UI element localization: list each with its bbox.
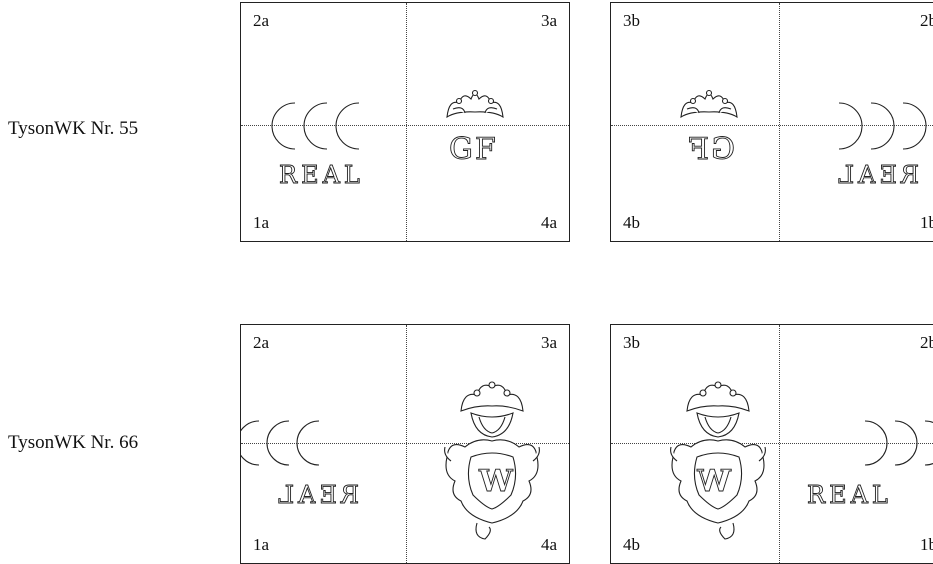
crown-icon: GF xyxy=(673,87,745,167)
chain-line xyxy=(779,3,780,241)
watermark-label-nr-66: TysonWK Nr. 66 xyxy=(8,432,138,454)
corner-label-4a: 4a xyxy=(541,213,557,233)
corner-label-3a: 3a xyxy=(541,333,557,353)
monogram: W xyxy=(696,464,732,499)
corner-label-2b: 2b xyxy=(920,333,933,353)
corner-label-1a: 1a xyxy=(253,213,269,233)
crowned-cartouche-icon: W xyxy=(437,377,547,545)
sheet-nr-55-side-a: 2a 3a 1a 4a REAL GF xyxy=(240,2,570,242)
corner-label-2b: 2b xyxy=(920,11,933,31)
monogram: GF xyxy=(686,132,735,167)
moon-word: REAL xyxy=(274,481,359,509)
three-crescents-icon: REAL xyxy=(269,101,389,191)
chain-line xyxy=(406,3,407,241)
corner-label-1b: 1b xyxy=(920,535,933,555)
moon-word: REAL xyxy=(279,161,364,189)
corner-label-4b: 4b xyxy=(623,535,640,555)
corner-label-2a: 2a xyxy=(253,333,269,353)
corner-label-1b: 1b xyxy=(920,213,933,233)
watermark-label-nr-55: TysonWK Nr. 55 xyxy=(8,118,138,140)
moon-word: REAL xyxy=(834,161,919,189)
corner-label-4b: 4b xyxy=(623,213,640,233)
chain-line xyxy=(406,325,407,563)
crown-icon: GF xyxy=(439,87,511,167)
corner-label-3a: 3a xyxy=(541,11,557,31)
three-crescents-icon: REAL xyxy=(240,419,365,509)
moon-word: REAL xyxy=(807,481,892,509)
chain-line xyxy=(779,325,780,563)
corner-label-3b: 3b xyxy=(623,11,640,31)
crowned-cartouche-icon: W xyxy=(663,377,773,545)
sheet-nr-66-side-b: 3b 2b 4b 1b W REAL xyxy=(610,324,933,564)
corner-label-3b: 3b xyxy=(623,333,640,353)
sheet-nr-66-side-a: 2a 3a 1a 4a REAL W xyxy=(240,324,570,564)
monogram: W xyxy=(478,464,514,499)
three-crescents-icon: REAL xyxy=(799,419,933,509)
sheet-nr-55-side-b: 3b 2b 4b 1b GF REAL xyxy=(610,2,933,242)
corner-label-1a: 1a xyxy=(253,535,269,555)
corner-label-2a: 2a xyxy=(253,11,269,31)
monogram: GF xyxy=(449,132,498,167)
three-crescents-icon: REAL xyxy=(809,101,929,191)
